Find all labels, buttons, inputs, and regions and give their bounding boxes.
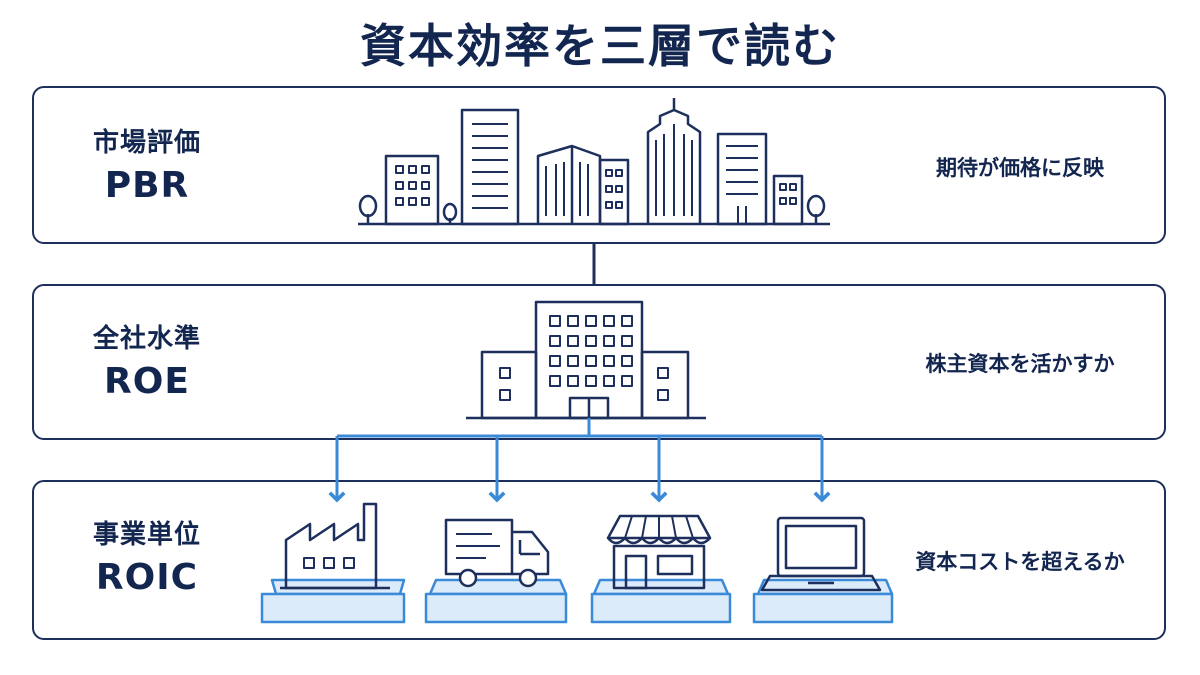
tier-description: 資本コストを超えるか	[915, 550, 1125, 574]
tier-label-roe: 全社水準 ROE	[72, 318, 222, 402]
tier-category: 市場評価	[92, 128, 201, 158]
company-building-icon	[466, 300, 706, 420]
factory-icon	[280, 502, 390, 590]
branch-connectors	[328, 418, 831, 503]
tier-panel-roe: 全社水準 ROE 株主資本を活かすか	[32, 284, 1166, 440]
city-skyline-icon	[358, 98, 830, 226]
page-title: 資本効率を三層で読む	[360, 19, 840, 73]
delivery-truck-icon	[444, 518, 550, 588]
business-unit-platforms	[260, 578, 894, 624]
tier-metric: ROIC	[95, 557, 199, 598]
tier-description: 株主資本を活かすか	[925, 352, 1115, 376]
tier-category: 事業単位	[92, 520, 201, 550]
laptop-icon	[760, 516, 882, 592]
store-icon	[606, 514, 712, 590]
tier-metric: ROE	[104, 361, 190, 402]
tier-label-roic: 事業単位 ROIC	[72, 514, 222, 598]
tier-label-pbr: 市場評価 PBR	[72, 122, 222, 206]
tier-metric: PBR	[104, 165, 190, 206]
tier-description: 期待が価格に反映	[936, 156, 1104, 180]
tier-category: 全社水準	[92, 324, 201, 354]
